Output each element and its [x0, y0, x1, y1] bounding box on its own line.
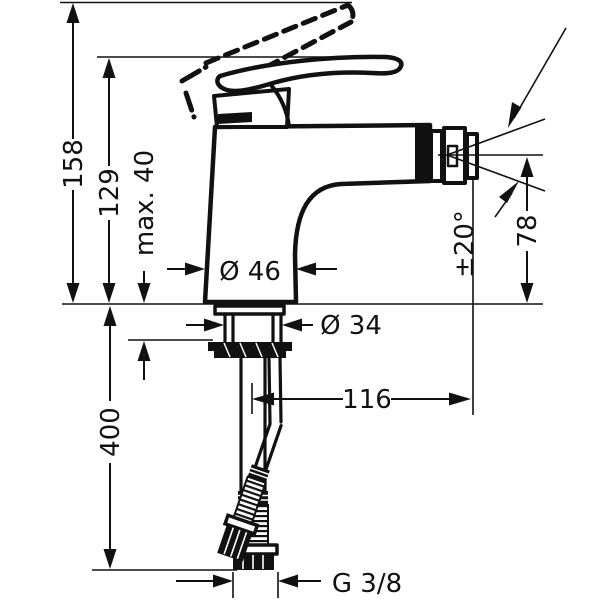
dim-body-diameter: Ø 46 [167, 257, 337, 287]
dim-hose-length: 400 [96, 306, 126, 569]
dim-outlet-height: 78 [513, 157, 543, 303]
dim-max-thickness: max. 40 [130, 150, 160, 380]
faucet-body [202, 122, 433, 305]
spout-end-cap [415, 124, 429, 182]
dim-spout-reach-label: 116 [342, 385, 392, 415]
dim-outlet-height-label: 78 [513, 214, 543, 247]
extension-lines [60, 1, 543, 598]
dim-spout-height-label: 129 [95, 168, 125, 218]
dim-total-height: 158 [59, 3, 89, 303]
dim-spout-height: 129 [95, 58, 125, 303]
swivel-angle-lines [438, 27, 567, 218]
supply-hose-angled [217, 356, 283, 562]
dim-thread-label: G 3/8 [332, 569, 402, 599]
dim-thread: G 3/8 [176, 569, 402, 599]
threaded-shank [223, 312, 283, 344]
dim-hose-length-label: 400 [96, 407, 126, 457]
handle-neck-line [269, 83, 291, 128]
base-plate [213, 304, 286, 316]
dim-body-diameter-label: Ø 46 [219, 257, 281, 287]
mounting-flange [208, 342, 292, 358]
dim-shank-diameter: Ø 34 [186, 311, 382, 341]
dim-spout-reach: 116 [252, 385, 471, 415]
faucet-artwork [179, 2, 479, 570]
dim-total-height-label: 158 [59, 139, 89, 189]
cap-shadow-bar [218, 112, 252, 124]
handle-lever [215, 54, 404, 94]
dim-swivel-label: ±20° [450, 210, 480, 278]
mounting-assembly [208, 304, 292, 358]
dim-max-thickness-label: max. 40 [130, 150, 160, 256]
dim-shank-diameter-label: Ø 34 [320, 311, 382, 341]
flange-hatching [223, 342, 279, 358]
